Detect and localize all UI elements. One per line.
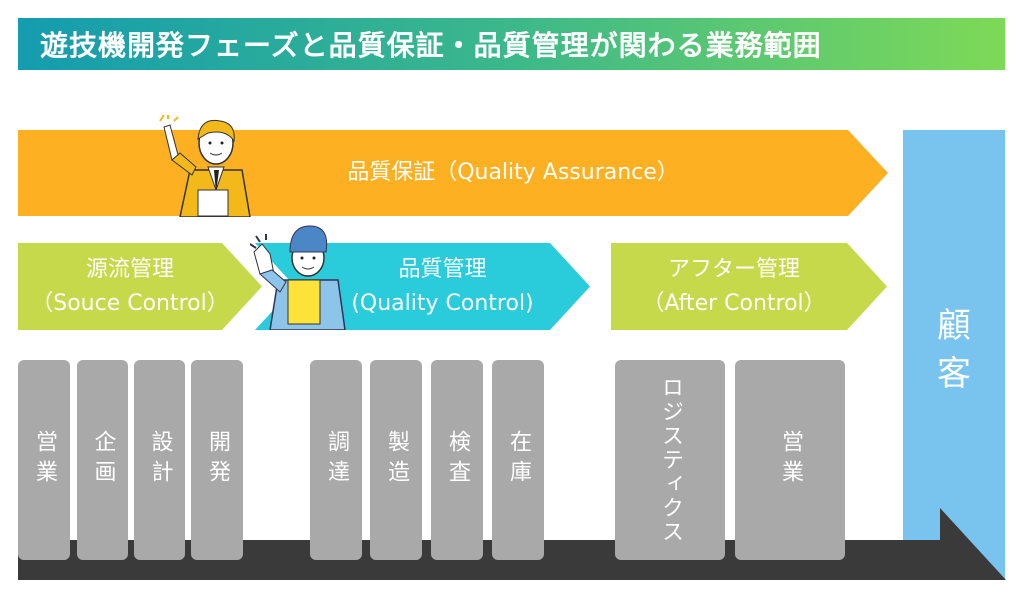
task-box: 設計: [134, 360, 185, 560]
source-control-arrow: 源流管理 （Souce Control）: [18, 243, 262, 330]
task-box: ロジスティクス: [615, 360, 725, 560]
task-box: 企画: [77, 360, 128, 560]
task-box: 調達: [310, 360, 362, 560]
after-control-label: アフター管理: [667, 256, 800, 282]
task-box: 在庫: [492, 360, 544, 560]
after-control-sublabel: （After Control）: [642, 290, 826, 316]
source-control-label: 源流管理: [85, 256, 174, 282]
task-box: 営業: [735, 360, 845, 560]
quality-assurance-label: 品質保証（Quality Assurance）: [347, 160, 679, 185]
customer-column: 顧 客: [903, 130, 1005, 580]
customer-label-1: 顧: [937, 306, 971, 346]
quality-control-arrow: 品質管理 (Quality Control): [255, 243, 590, 330]
source-control-sublabel: （Souce Control）: [31, 290, 229, 316]
task-box: 製造: [370, 360, 422, 560]
task-box: 開発: [191, 360, 243, 560]
quality-assurance-arrow: 品質保証（Quality Assurance）: [18, 130, 888, 216]
task-box: 検査: [431, 360, 483, 560]
quality-control-sublabel: (Quality Control): [351, 290, 534, 316]
page-title: 遊技機開発フェーズと品質保証・品質管理が関わる業務範囲: [18, 18, 1005, 70]
after-control-arrow: アフター管理 （After Control）: [611, 243, 887, 330]
task-box: 営業: [18, 360, 70, 560]
quality-control-label: 品質管理: [398, 256, 487, 282]
customer-label-2: 客: [937, 354, 971, 394]
